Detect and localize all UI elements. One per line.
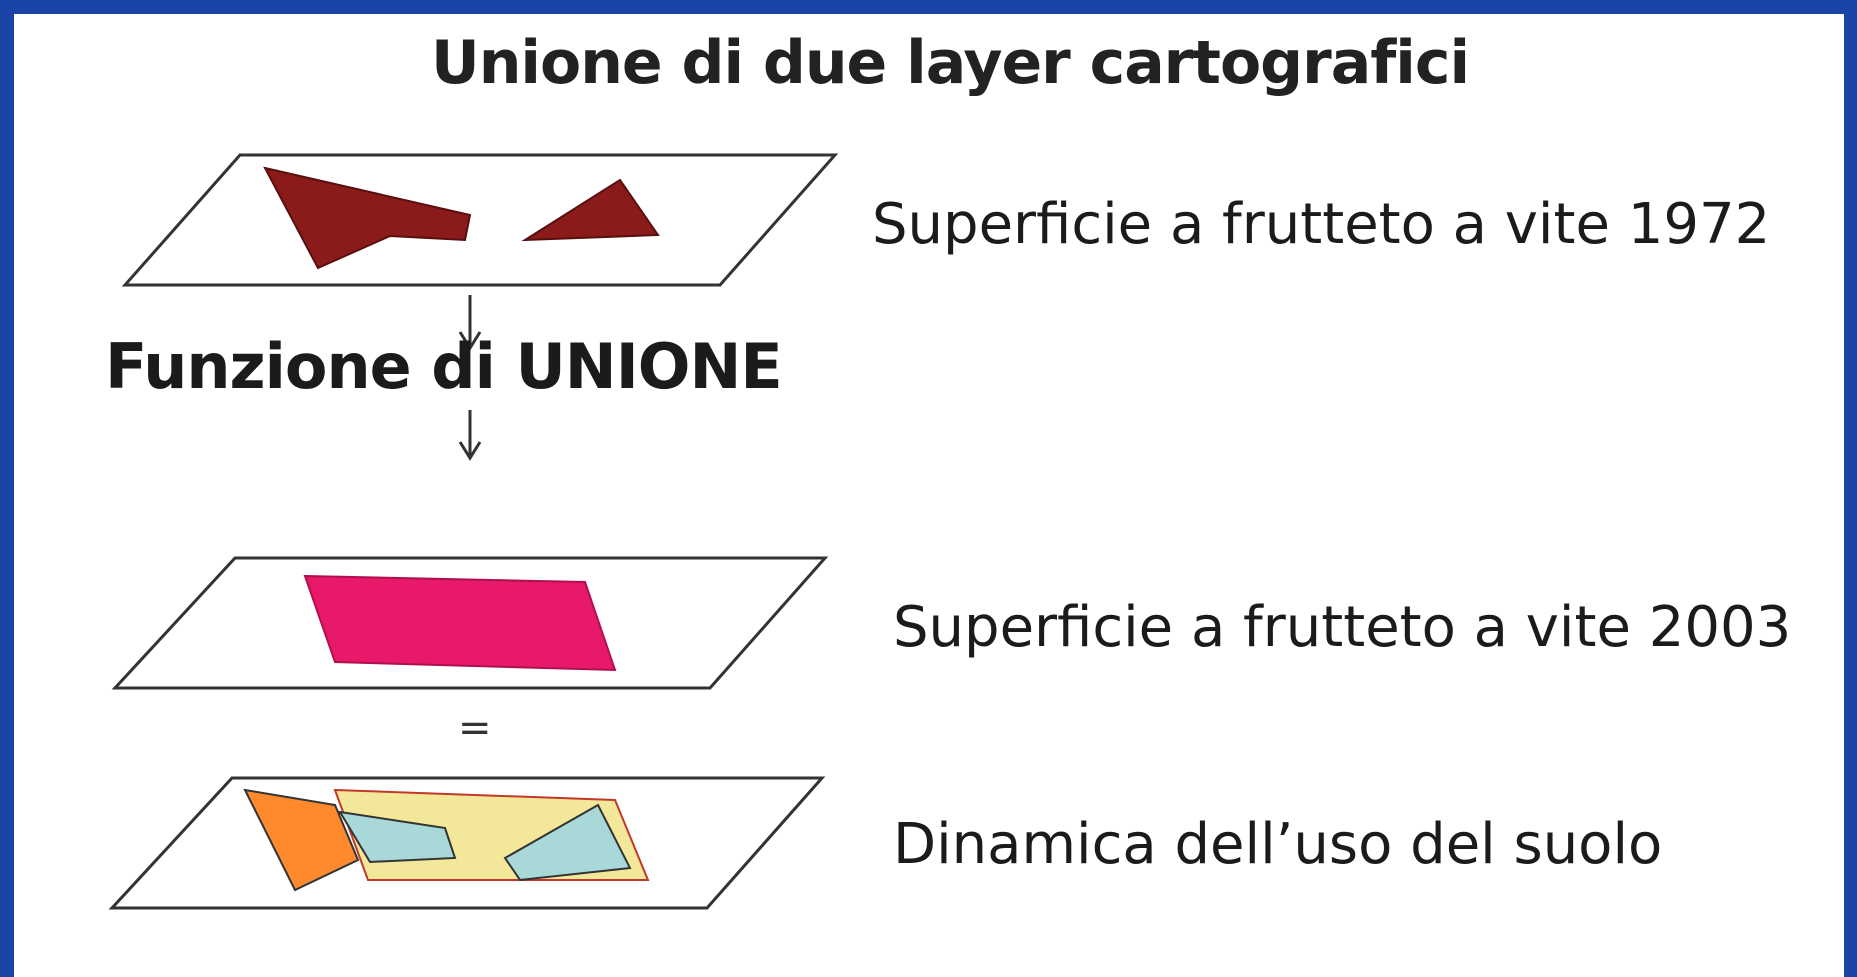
union-stable-region-a <box>338 810 457 864</box>
arrow-down-icon <box>458 295 482 351</box>
vineyard-polygon-1972-a <box>263 166 472 270</box>
union-stable-region-b <box>503 803 632 882</box>
layer-1972 <box>121 153 839 287</box>
layer-2003 <box>111 556 829 690</box>
vineyard-polygon-2003 <box>303 574 617 672</box>
equals-symbol: = <box>458 705 492 751</box>
arrow-down-icon <box>458 410 482 461</box>
function-label: Funzione di UNIONE <box>105 330 783 403</box>
diagram-title: Unione di due layer cartografici <box>430 28 1470 98</box>
layer-plane-1972 <box>121 153 839 287</box>
layer-label-2003: Superficie a frutteto a vite 2003 <box>893 595 1792 660</box>
layer-union <box>108 776 826 910</box>
union-1972-only-region <box>243 788 360 892</box>
vineyard-polygon-1972-b <box>521 178 660 242</box>
layer-label-1972: Superficie a frutteto a vite 1972 <box>872 192 1771 257</box>
layer-label-union: Dinamica dell’uso del suolo <box>893 812 1663 877</box>
